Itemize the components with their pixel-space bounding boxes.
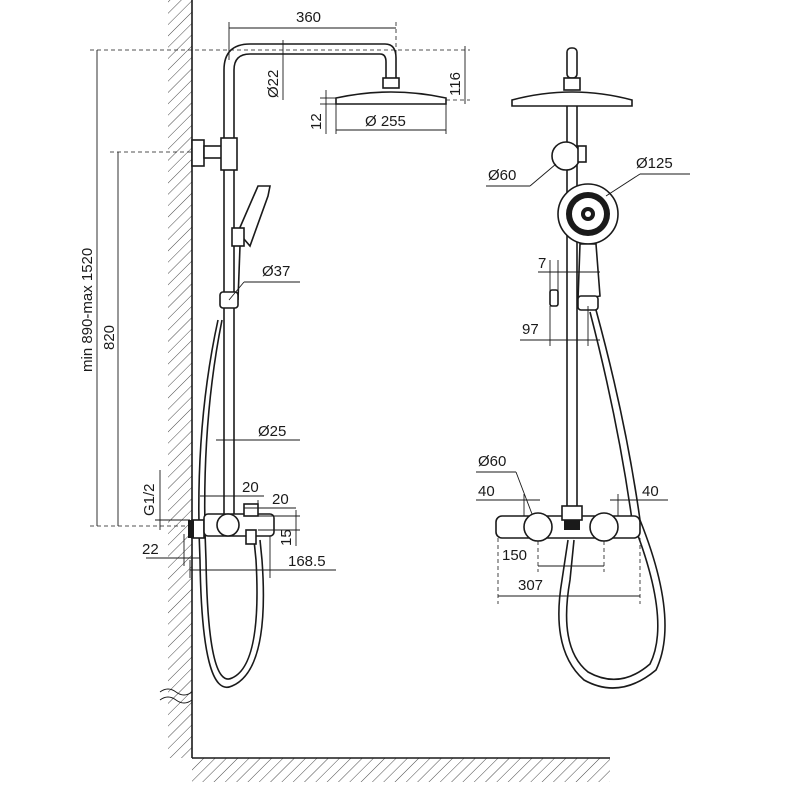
side-view — [188, 43, 447, 689]
dim-holder-dia: Ø37 — [262, 263, 290, 280]
dim-handshower-dia: Ø125 — [636, 155, 673, 172]
dim-wall-gap: 22 — [142, 541, 159, 558]
dim-height-range: min 890-max 1520 — [79, 248, 96, 372]
front-view — [495, 47, 666, 689]
dim-pipe-dia: Ø22 — [265, 70, 282, 98]
dim-head-thickness: 12 — [308, 113, 325, 130]
dim-head-dia: Ø 255 — [365, 113, 406, 130]
dim-depth: 168.5 — [288, 553, 326, 570]
dim-width-top: 360 — [296, 9, 321, 26]
wall-hatch — [159, 0, 610, 782]
dim-offset-b: 20 — [272, 491, 289, 508]
dim-thread: G1/2 — [141, 483, 158, 516]
dim-head-drop: 116 — [447, 72, 464, 96]
side-view-dimensions: 360 Ø22 116 12 Ø 255 min 890-max 1520 82… — [79, 9, 470, 578]
dim-total-width: 307 — [518, 577, 543, 594]
dim-left-40: 40 — [478, 483, 495, 500]
dim-bracket-dia: Ø60 — [488, 167, 516, 184]
dim-offset-97: 97 — [522, 321, 539, 338]
dim-offset-c: 15 — [278, 529, 295, 546]
dim-small-gap: 7 — [538, 255, 546, 272]
dim-right-40: 40 — [642, 483, 659, 500]
dim-rail-height: 820 — [101, 325, 118, 350]
dim-rail-dia: Ø25 — [258, 423, 286, 440]
dim-offset-a: 20 — [242, 479, 259, 496]
dim-knob-dia: Ø60 — [478, 453, 506, 470]
front-view-dimensions: Ø60 Ø125 7 97 Ø60 40 40 150 — [476, 155, 690, 604]
dim-centers: 150 — [502, 547, 527, 564]
